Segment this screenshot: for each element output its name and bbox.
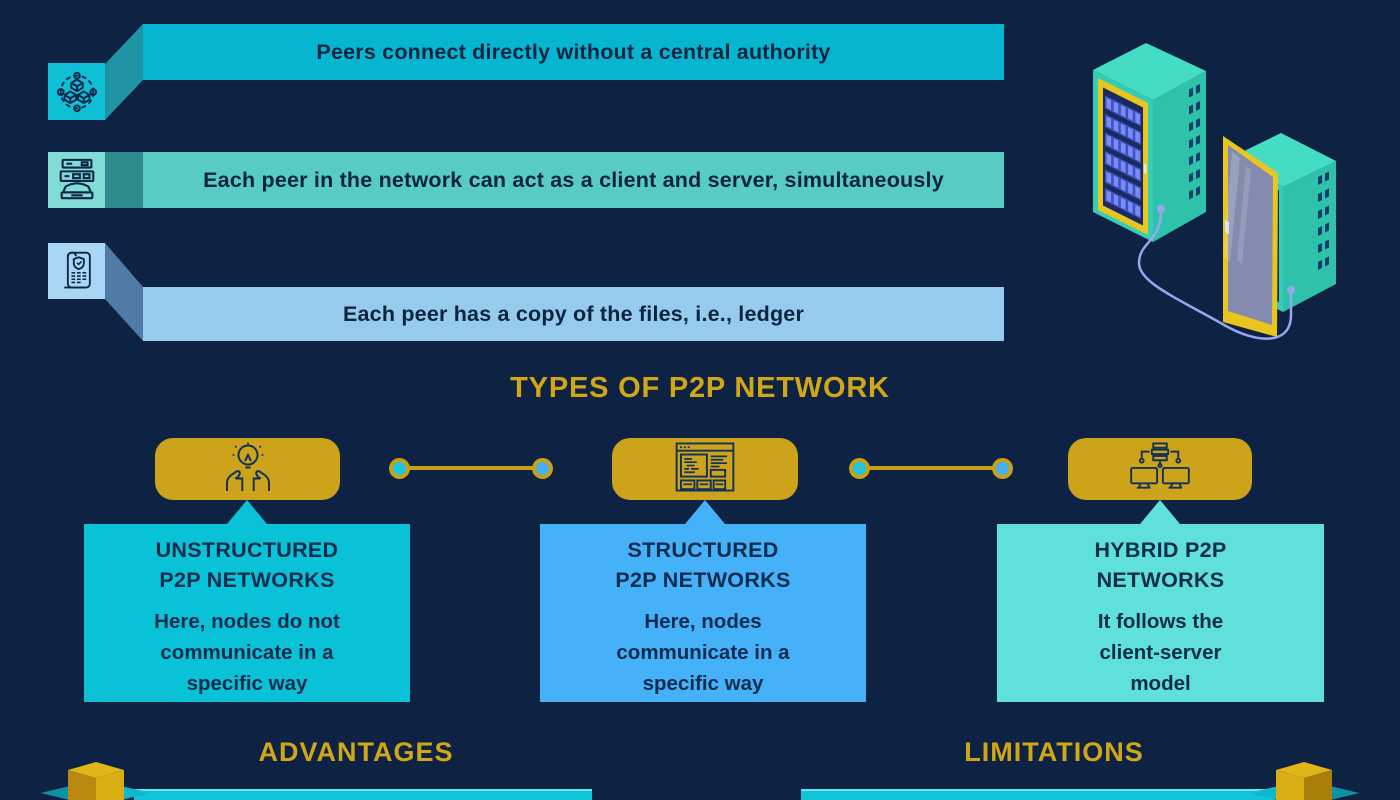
- secure-ledger-icon: [48, 243, 105, 299]
- connector-line-right: [860, 466, 1003, 470]
- type-box-unstructured: [155, 438, 340, 500]
- card-title: HYBRID P2P NETWORKS: [1094, 538, 1227, 592]
- card-unstructured-p2p: UNSTRUCTURED P2P NETWORKS Here, nodes do…: [84, 524, 410, 702]
- connector-dot: [992, 458, 1013, 479]
- blockchain-network-icon: [48, 63, 105, 120]
- card-description: Here, nodes communicate in a specific wa…: [616, 610, 790, 695]
- card-hybrid-p2p: HYBRID P2P NETWORKS It follows the clien…: [997, 524, 1324, 702]
- connector-dot: [389, 458, 410, 479]
- advantages-bar: [134, 789, 592, 800]
- server-racks-illustration: [1093, 43, 1336, 340]
- connector-line-left: [400, 466, 543, 470]
- client-server-icon: [1129, 441, 1191, 497]
- types-section-heading: TYPES OF P2P NETWORK: [510, 372, 890, 404]
- banner-direct-connection: Peers connect directly without a central…: [143, 24, 1004, 80]
- banner1-text: Peers connect directly without a central…: [316, 39, 831, 64]
- gold-pin-marker-left: [41, 762, 151, 800]
- gold-pin-marker-right: [1249, 762, 1359, 800]
- connector-dot: [849, 458, 870, 479]
- banner3-ribbon-fold: [105, 243, 143, 341]
- connector-dot: [532, 458, 553, 479]
- card-structured-p2p: STRUCTURED P2P NETWORKS Here, nodes comm…: [540, 524, 866, 702]
- banner1-ribbon-fold: [105, 24, 143, 120]
- idea-hands-icon: [215, 442, 281, 497]
- card-description: It follows the client-server model: [1097, 610, 1224, 695]
- limitations-heading: LIMITATIONS: [964, 737, 1144, 767]
- card2-pointer: [685, 500, 725, 524]
- card-description: Here, nodes do not communicate in a spec…: [154, 610, 340, 695]
- card-title: UNSTRUCTURED P2P NETWORKS: [155, 538, 339, 592]
- banner-client-server: Each peer in the network can act as a cl…: [143, 152, 1004, 208]
- banner2-ribbon-fold: [105, 152, 143, 208]
- advantages-heading: ADVANTAGES: [258, 737, 454, 767]
- banner3-text: Each peer has a copy of the files, i.e.,…: [342, 301, 805, 326]
- type-box-structured: [612, 438, 798, 500]
- structured-page-icon: [675, 441, 735, 497]
- card3-pointer: [1140, 500, 1180, 524]
- type-box-hybrid: [1068, 438, 1252, 500]
- server-stack-icon: [48, 152, 105, 208]
- banner2-text: Each peer in the network can act as a cl…: [203, 167, 944, 192]
- card1-pointer: [227, 500, 267, 524]
- limitations-bar: [801, 789, 1275, 800]
- card-title: STRUCTURED P2P NETWORKS: [615, 538, 791, 592]
- banner-ledger-copy: Each peer has a copy of the files, i.e.,…: [143, 287, 1004, 341]
